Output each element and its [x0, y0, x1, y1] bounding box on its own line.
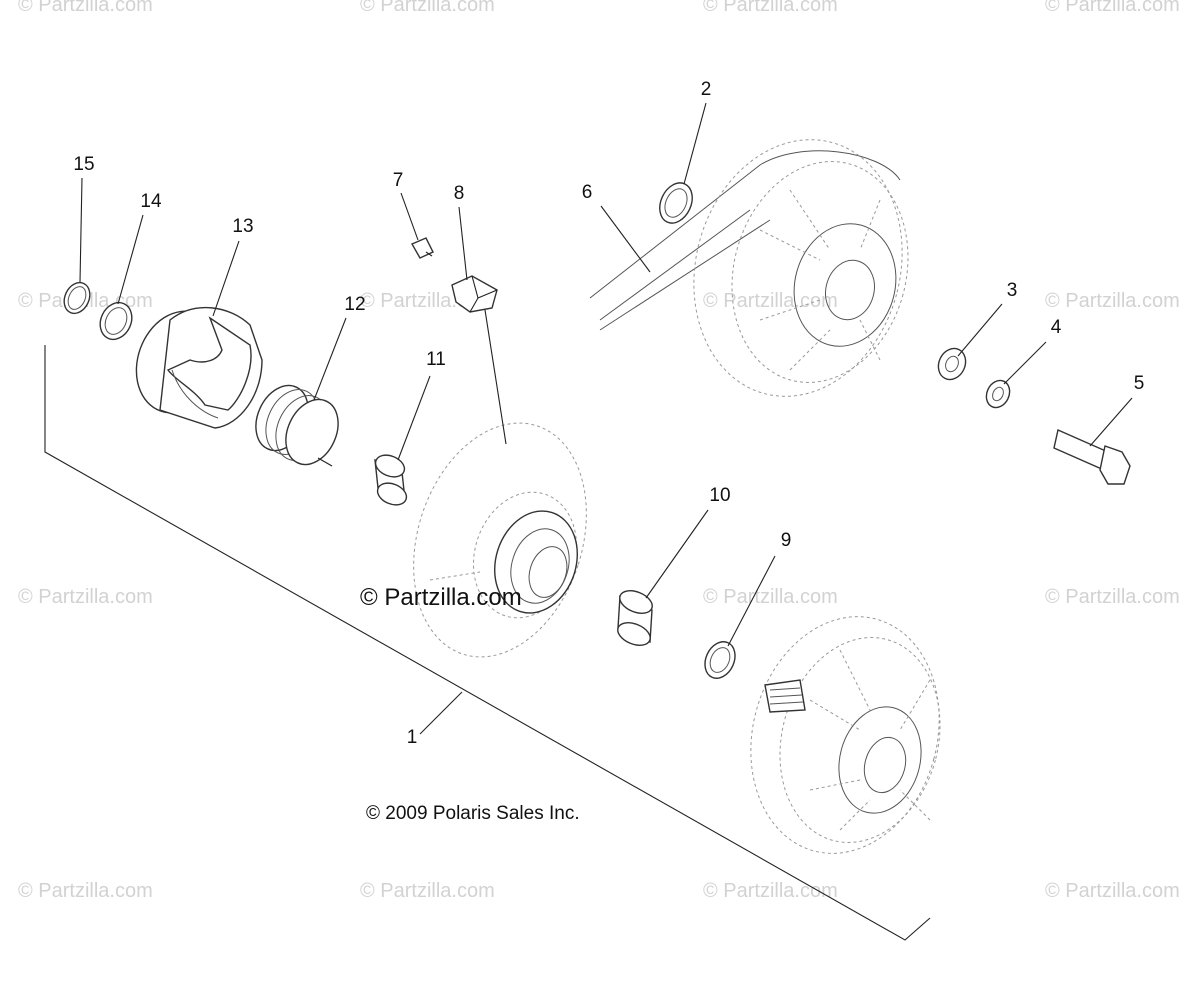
assembly-bracket	[44, 345, 931, 941]
partzilla-brand: © Partzilla.com	[360, 584, 522, 611]
part-15-snap-ring	[63, 281, 91, 315]
watermark: © Partzilla.com	[360, 880, 495, 902]
callout-9: 9	[780, 530, 792, 551]
part-10-bushing	[617, 590, 653, 646]
part-7-screw	[411, 237, 434, 259]
callout-10: 10	[709, 485, 731, 506]
upper-driven-clutch	[693, 139, 909, 397]
stationary-sheave	[750, 616, 941, 854]
part-5-bolt	[1053, 429, 1131, 485]
part-9-washer	[704, 641, 736, 679]
callout-11: 11	[426, 349, 446, 370]
callout-2: 2	[700, 79, 712, 100]
part-3-washer	[937, 347, 967, 381]
movable-sheave	[413, 422, 587, 658]
watermark: © Partzilla.com	[703, 880, 838, 902]
callout-6: 6	[581, 182, 593, 203]
callout-13: 13	[232, 216, 254, 237]
callout-8: 8	[453, 183, 465, 204]
watermark: © Partzilla.com	[703, 0, 838, 16]
callout-5: 5	[1133, 373, 1145, 394]
callout-14: 14	[140, 191, 162, 212]
watermark: © Partzilla.com	[1045, 0, 1180, 16]
callout-12: 12	[344, 294, 366, 315]
part-8-shoe	[451, 275, 498, 313]
callout-1: 1	[406, 727, 418, 748]
part-13-cam	[135, 306, 263, 429]
copyright-text: © 2009 Polaris Sales Inc.	[366, 803, 580, 824]
part-11-bushing	[374, 454, 408, 506]
part-4-washer	[985, 379, 1011, 409]
watermark: © Partzilla.com	[18, 586, 153, 608]
leader-lines	[79, 102, 1133, 735]
watermark: © Partzilla.com	[1045, 880, 1180, 902]
callout-15: 15	[73, 154, 95, 175]
part-2-washer	[659, 182, 693, 224]
callout-7: 7	[392, 170, 404, 191]
watermark: © Partzilla.com	[18, 880, 153, 902]
watermark: © Partzilla.com	[1045, 290, 1180, 312]
part-6-belt	[589, 150, 901, 331]
part-12-spring	[255, 384, 339, 467]
part-14-washer	[99, 301, 133, 341]
callout-4: 4	[1050, 317, 1062, 338]
watermark: © Partzilla.com	[703, 586, 838, 608]
callout-3: 3	[1006, 280, 1018, 301]
watermark: © Partzilla.com	[360, 0, 495, 16]
watermark: © Partzilla.com	[18, 0, 153, 16]
watermark: © Partzilla.com	[703, 290, 838, 312]
watermark: © Partzilla.com	[1045, 586, 1180, 608]
